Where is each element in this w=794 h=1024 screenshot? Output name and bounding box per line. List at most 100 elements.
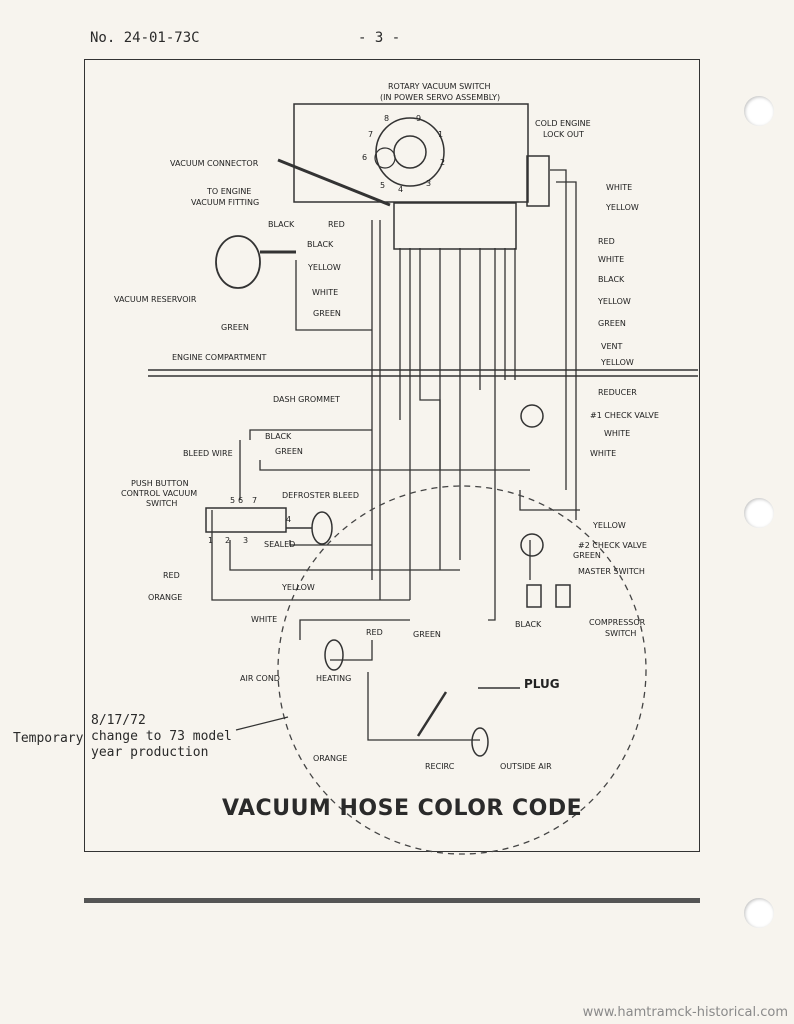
engine-compartment-label: ENGINE COMPARTMENT bbox=[172, 353, 267, 362]
page-number: - 3 - bbox=[358, 30, 401, 46]
power-servo-box bbox=[293, 103, 529, 203]
rotary-port-number: 4 bbox=[398, 185, 403, 194]
switch-port-number: 3 bbox=[243, 536, 248, 545]
check-valve-2-label: #2 CHECK VALVE bbox=[578, 541, 647, 550]
outside-air-label: OUTSIDE AIR bbox=[500, 762, 552, 771]
compressor-switch bbox=[555, 584, 571, 608]
rotary-port-number: 9 bbox=[416, 114, 421, 123]
vacuum-fitting-label: VACUUM FITTING bbox=[191, 198, 259, 207]
switch-port-number: 1 bbox=[208, 536, 213, 545]
color-label: GREEN bbox=[413, 630, 441, 639]
cold-engine-lockout bbox=[526, 155, 550, 207]
heating-label: HEATING bbox=[316, 674, 351, 683]
rotary-port-number: 8 bbox=[384, 114, 389, 123]
bleed-wire-label: BLEED WIRE bbox=[183, 449, 233, 458]
color-label: GREEN bbox=[573, 551, 601, 560]
to-engine-label: TO ENGINE bbox=[206, 187, 251, 196]
color-label: BLACK bbox=[268, 220, 295, 229]
defroster-actuator bbox=[311, 511, 333, 545]
rotary-port-numbers: 8 9 7 1 6 2 5 4 3 bbox=[362, 114, 445, 194]
check-valve-1-label: #1 CHECK VALVE bbox=[590, 411, 659, 420]
color-label: VENT bbox=[601, 342, 623, 351]
switch-port-number: 2 bbox=[225, 536, 230, 545]
rotary-port-number: 2 bbox=[440, 158, 445, 167]
rotary-switch-label: ROTARY VACUUM SWITCH bbox=[388, 82, 490, 91]
color-label: YELLOW bbox=[597, 297, 631, 306]
sealed-label: SEALED bbox=[264, 540, 295, 549]
color-label: RED bbox=[328, 220, 345, 229]
color-label: YELLOW bbox=[600, 358, 634, 367]
compressor-switch-label: SWITCH bbox=[605, 629, 636, 638]
rotary-switch-dial bbox=[375, 117, 445, 187]
push-button-switch bbox=[205, 507, 287, 533]
vacuum-connector-label: VACUUM CONNECTOR bbox=[170, 159, 259, 168]
color-label: BLACK bbox=[515, 620, 542, 629]
color-label: WHITE bbox=[312, 288, 338, 297]
color-label: WHITE bbox=[604, 429, 630, 438]
color-label: RED bbox=[366, 628, 383, 637]
color-label: ORANGE bbox=[148, 593, 182, 602]
color-label: BLACK bbox=[265, 432, 292, 441]
color-label: RED bbox=[598, 237, 615, 246]
color-label: ORANGE bbox=[313, 754, 347, 763]
push-button-label: PUSH BUTTON bbox=[131, 479, 189, 488]
rotary-port-number: 6 bbox=[362, 153, 367, 162]
color-label: YELLOW bbox=[281, 583, 315, 592]
note-temporary: Temporary bbox=[13, 731, 84, 746]
color-label: WHITE bbox=[598, 255, 624, 264]
recirc-actuator bbox=[471, 727, 489, 757]
master-switch-label: MASTER SWITCH bbox=[578, 567, 645, 576]
plug-label: PLUG bbox=[524, 677, 560, 691]
defroster-bleed-label: DEFROSTER BLEED bbox=[282, 491, 359, 500]
rotary-port-number: 7 bbox=[368, 130, 373, 139]
color-label: WHITE bbox=[590, 449, 616, 458]
recirc-label: RECIRC bbox=[425, 762, 455, 771]
control-vacuum-label: CONTROL VACUUM bbox=[121, 489, 197, 498]
air-cond-label: AIR COND bbox=[240, 674, 280, 683]
note-change: change to 73 model bbox=[91, 729, 232, 744]
color-label: YELLOW bbox=[605, 203, 639, 212]
check-valve-2 bbox=[520, 533, 544, 557]
binder-hole bbox=[744, 96, 774, 126]
binder-hole bbox=[744, 898, 774, 928]
watermark: www.hamtramck-historical.com bbox=[582, 1005, 788, 1020]
rotary-switch-sub-label: (IN POWER SERVO ASSEMBLY) bbox=[380, 93, 500, 102]
switch-port-number: 4 bbox=[286, 515, 291, 524]
color-label: GREEN bbox=[275, 447, 303, 456]
bottom-color-labels: BLACK GREEN RED ORANGE YELLOW WHITE RED … bbox=[148, 432, 542, 763]
color-label: GREEN bbox=[313, 309, 341, 318]
color-label: WHITE bbox=[251, 615, 277, 624]
note-year: year production bbox=[91, 745, 209, 760]
switch-port-number: 5 bbox=[230, 496, 235, 505]
check-valve-1 bbox=[520, 404, 544, 428]
vacuum-reservoir-label: VACUUM RESERVOIR bbox=[114, 295, 197, 304]
color-label: GREEN bbox=[598, 319, 626, 328]
left-color-labels: BLACK RED BLACK YELLOW WHITE GREEN GREEN bbox=[221, 220, 345, 332]
color-label: GREEN bbox=[221, 323, 249, 332]
switch-port-number: 6 bbox=[238, 496, 243, 505]
master-switch bbox=[526, 584, 542, 608]
compressor-label: COMPRESSOR bbox=[589, 618, 646, 627]
switch-label: SWITCH bbox=[146, 499, 177, 508]
document-number: No. 24-01-73C bbox=[90, 30, 200, 46]
dash-grommet-label: DASH GROMMET bbox=[273, 395, 340, 404]
cold-engine-label: COLD ENGINE bbox=[535, 119, 591, 128]
rotary-port-number: 1 bbox=[438, 130, 443, 139]
modification-circle bbox=[277, 485, 647, 855]
footer-rule bbox=[84, 898, 700, 903]
color-label: BLACK bbox=[307, 240, 334, 249]
color-label: YELLOW bbox=[592, 521, 626, 530]
note-date: 8/17/72 bbox=[91, 713, 146, 728]
reducer-label: REDUCER bbox=[598, 388, 637, 397]
diagram-frame bbox=[84, 59, 700, 852]
color-label: WHITE bbox=[606, 183, 632, 192]
binder-hole bbox=[744, 498, 774, 528]
color-label: RED bbox=[163, 571, 180, 580]
switch-port-number: 7 bbox=[252, 496, 257, 505]
color-label: BLACK bbox=[598, 275, 625, 284]
heat-actuator bbox=[324, 639, 344, 671]
vacuum-reservoir bbox=[215, 235, 261, 289]
vacuum-connector-block bbox=[393, 202, 517, 250]
diagram-title: VACUUM HOSE COLOR CODE bbox=[222, 796, 583, 821]
